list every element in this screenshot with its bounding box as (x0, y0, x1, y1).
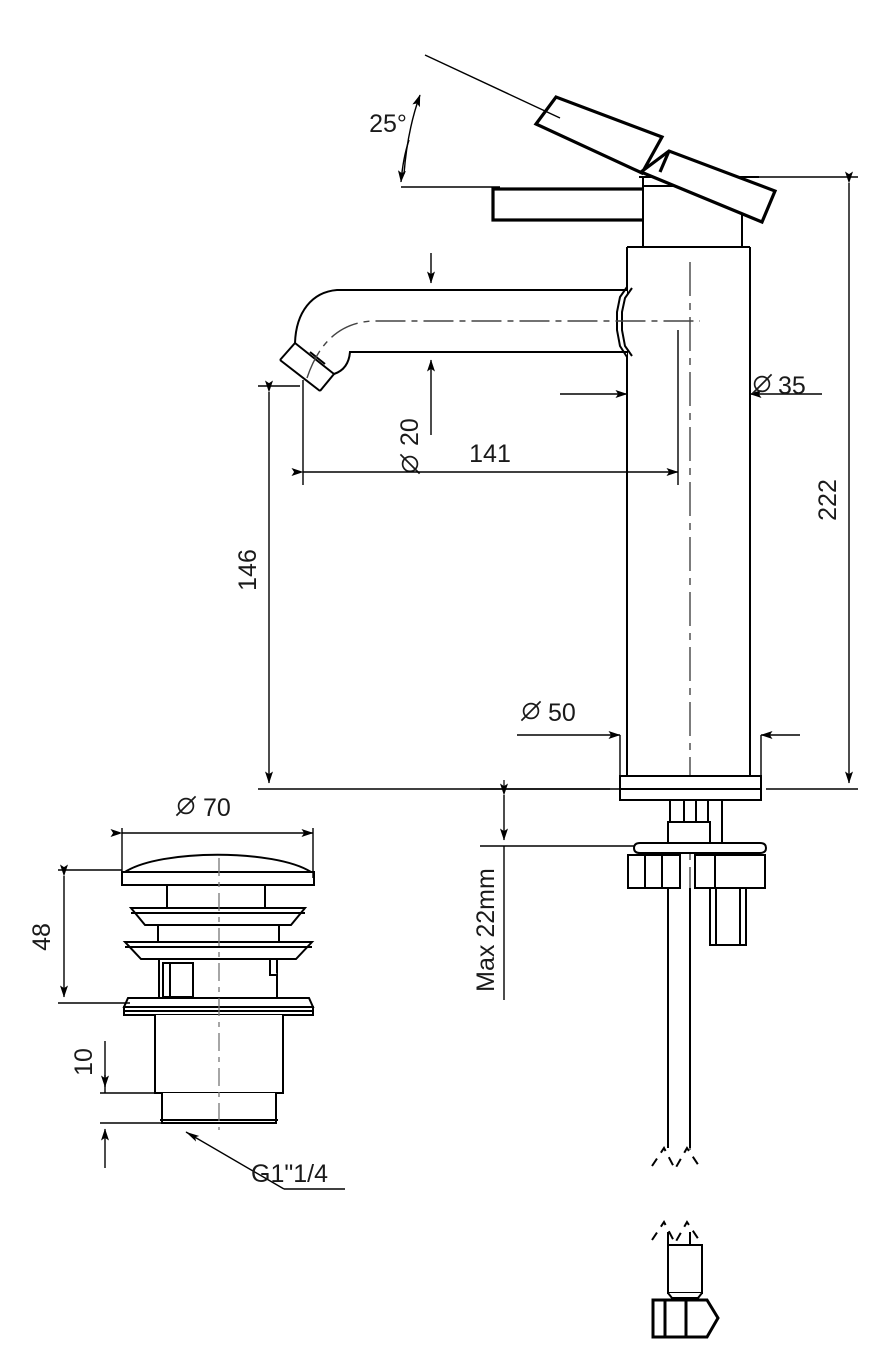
hose-hex-nut (651, 1298, 720, 1339)
dimension-48 (58, 864, 130, 1004)
tap-base-flange (619, 775, 762, 801)
dia-20-group: 20 (396, 418, 424, 475)
dia-20-label: 20 (396, 418, 424, 446)
dia-50-label: 50 (548, 699, 576, 727)
len-222-label: 222 (814, 479, 842, 521)
tap-handle-open (533, 95, 665, 176)
len-48-label: 48 (28, 923, 56, 951)
dia-70-group: 70 (175, 794, 231, 822)
dimension-dia-50 (517, 731, 800, 780)
dia-70-label: 70 (203, 794, 231, 822)
leader-thread-g114 (185, 1131, 345, 1190)
dia-35-group: 35 (751, 372, 806, 400)
dimension-222 (744, 171, 858, 790)
max-22mm-label: Max 22mm (472, 868, 500, 992)
angle-25-label: 25° (369, 110, 407, 138)
len-10-label: 10 (70, 1048, 98, 1076)
hose-break-line-lower (651, 1220, 700, 1246)
dimension-angle-25 (397, 54, 561, 188)
tap-handle-closed (491, 187, 647, 222)
dia-50-group: 50 (520, 699, 576, 727)
thread-g114-label: G1"1/4 (251, 1160, 328, 1188)
hose-break-line-upper (651, 1146, 700, 1172)
dimension-141 (291, 330, 679, 485)
dimension-146 (258, 380, 610, 790)
len-146-label: 146 (234, 549, 262, 591)
dimension-max-22mm (480, 780, 634, 1000)
tap-spout (279, 289, 627, 392)
spout-centreline (306, 320, 700, 379)
mounting-hardware (627, 799, 768, 1148)
hose-fitting (667, 1232, 703, 1299)
tap-lever-arm (637, 149, 778, 225)
dia-35-label: 35 (778, 372, 806, 400)
len-141-label: 141 (469, 440, 511, 468)
tap-column-body (616, 246, 751, 776)
pop-up-waste (121, 853, 315, 1124)
dimension-10 (100, 1041, 165, 1168)
